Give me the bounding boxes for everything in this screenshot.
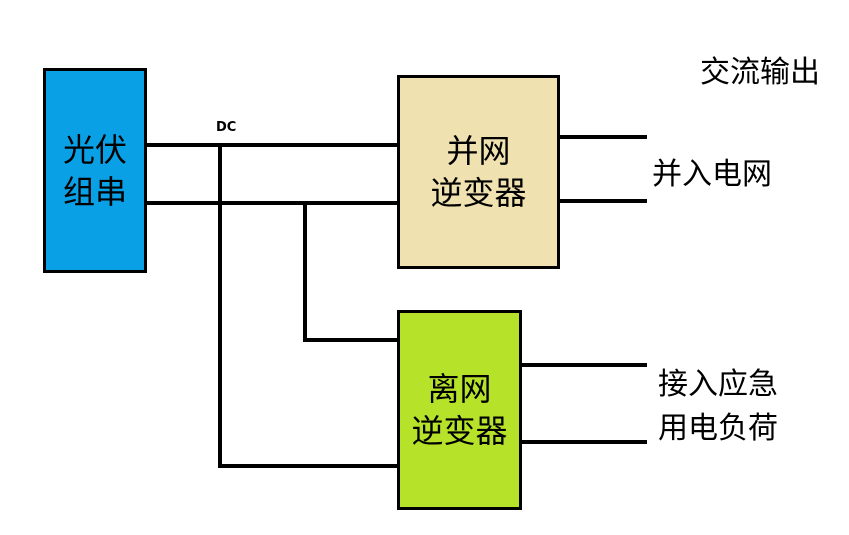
dc-branch-lower	[303, 201, 402, 342]
ac-output-label: 交流输出	[700, 55, 820, 90]
grid-inverter-label-line1: 并网	[446, 132, 511, 170]
pv-string-box: 光伏 组串	[43, 68, 147, 273]
dc-branch-upper	[218, 143, 402, 468]
pv-string-label-line2: 组串	[62, 172, 127, 211]
dc-label: DC	[216, 120, 237, 135]
load-output-label-line2: 用电负荷	[658, 411, 778, 446]
grid-inverter-box: 并网 逆变器	[397, 75, 560, 269]
load-output-label-line1: 接入应急	[658, 367, 778, 402]
offgrid-inverter-box: 离网 逆变器	[397, 310, 522, 510]
grid-output-label: 并入电网	[652, 157, 772, 192]
offgrid-inverter-label-line1: 离网	[427, 370, 492, 408]
offgrid-inverter-label-line2: 逆变器	[411, 412, 508, 450]
pv-string-label-line1: 光伏	[62, 130, 127, 169]
grid-inverter-label-line2: 逆变器	[430, 174, 527, 212]
